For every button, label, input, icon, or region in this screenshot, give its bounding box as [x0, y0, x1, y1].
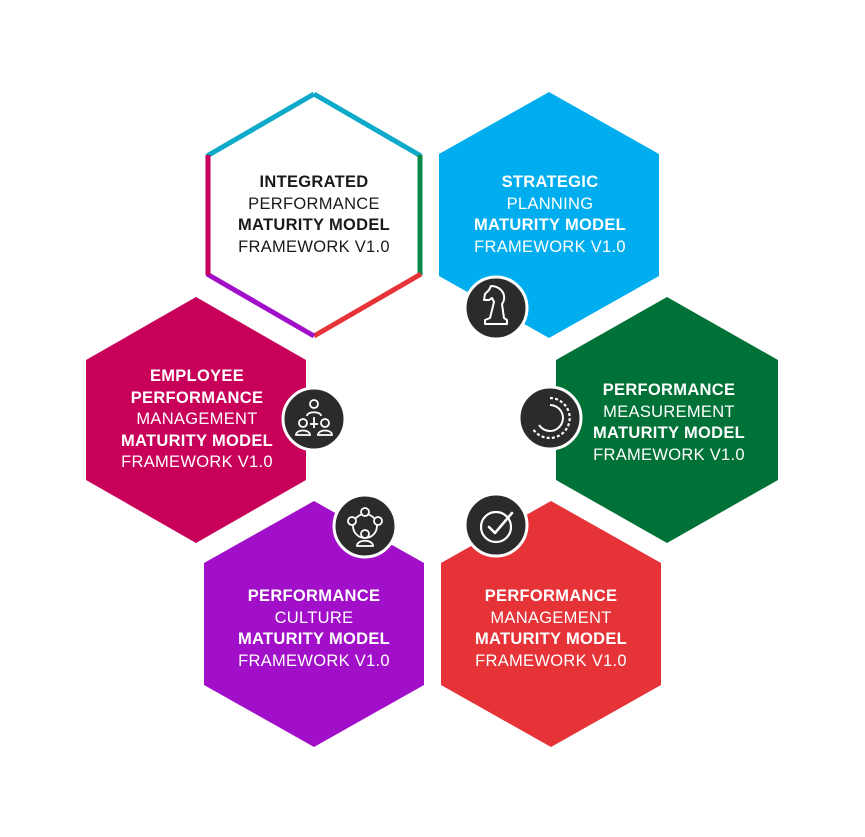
hexagon-integrated-fill [206, 92, 422, 338]
performance-management-line-1: PERFORMANCE [484, 587, 618, 605]
employee-performance-management-line-5: FRAMEWORK V1.0 [121, 453, 273, 471]
employee-performance-management-line-3: MANAGEMENT [136, 410, 258, 428]
integrated-line-2: PERFORMANCE [248, 194, 380, 213]
hexagon-integrated-edge-top-left [205, 91, 316, 159]
strategic-planning-line-1: STRATEGIC [501, 173, 599, 191]
performance-culture-line-3: MATURITY MODEL [237, 630, 391, 648]
checkmark-circle-icon [463, 492, 529, 558]
chess-knight-icon [463, 275, 529, 341]
employee-hierarchy-icon [281, 386, 347, 452]
performance-measurement-line-4: FRAMEWORK V1.0 [593, 445, 745, 464]
measurement-gauge-icon [517, 385, 583, 451]
strategic-planning-line-3: MATURITY MODEL [473, 216, 627, 234]
strategic-planning-line-4: FRAMEWORK V1.0 [474, 237, 626, 256]
hexagon-integrated-edge-bottom-left [205, 271, 316, 339]
performance-measurement-line-1: PERFORMANCE [602, 381, 736, 399]
performance-culture-line-2: CULTURE [274, 608, 354, 627]
performance-management-line-4: FRAMEWORK V1.0 [475, 651, 627, 670]
performance-management-line-3: MATURITY MODEL [474, 630, 628, 648]
hexagon-performance-measurement [556, 297, 778, 543]
team-circle-icon [332, 493, 398, 559]
performance-measurement-line-2: MEASUREMENT [603, 402, 735, 421]
performance-culture-line-4: FRAMEWORK V1.0 [238, 651, 390, 670]
hexagon-performance-culture [204, 501, 424, 747]
hexagon-performance-management-label: PERFORMANCE MANAGEMENT MATURITY MODEL FR… [456, 586, 646, 672]
employee-performance-management-line-4: MATURITY MODEL [120, 431, 274, 450]
hexagon-performance-measurement-label: PERFORMANCE MEASUREMENT MATURITY MODEL F… [574, 380, 764, 466]
hexagon-employee-performance-management [86, 297, 306, 543]
hexagon-strategic-planning-label: STRATEGIC PLANNING MATURITY MODEL FRAMEW… [455, 172, 645, 258]
hexagon-employee-performance-management-label: EMPLOYEE PERFORMANCE MANAGEMENT MATURITY… [102, 366, 292, 474]
hexagon-integrated-edge-bottom-right [312, 271, 423, 339]
integrated-line-1: INTEGRATED [259, 173, 369, 191]
hexagon-integrated-edge-top-right [312, 91, 423, 159]
performance-management-line-2: MANAGEMENT [490, 608, 612, 627]
performance-culture-line-1: PERFORMANCE [247, 587, 381, 605]
employee-performance-management-line-2: PERFORMANCE [130, 388, 264, 407]
strategic-planning-line-2: PLANNING [506, 194, 594, 213]
employee-performance-management-line-1: EMPLOYEE [149, 367, 245, 385]
hexagon-integrated-label: INTEGRATED PERFORMANCE MATURITY MODEL FR… [219, 172, 409, 258]
performance-measurement-line-3: MATURITY MODEL [592, 424, 746, 442]
hexagon-performance-culture-label: PERFORMANCE CULTURE MATURITY MODEL FRAME… [219, 586, 409, 672]
integrated-line-3: MATURITY MODEL [237, 216, 391, 234]
hexagon-performance-management [441, 501, 661, 747]
integrated-line-4: FRAMEWORK V1.0 [238, 237, 390, 256]
hexagon-integrated [205, 91, 423, 339]
